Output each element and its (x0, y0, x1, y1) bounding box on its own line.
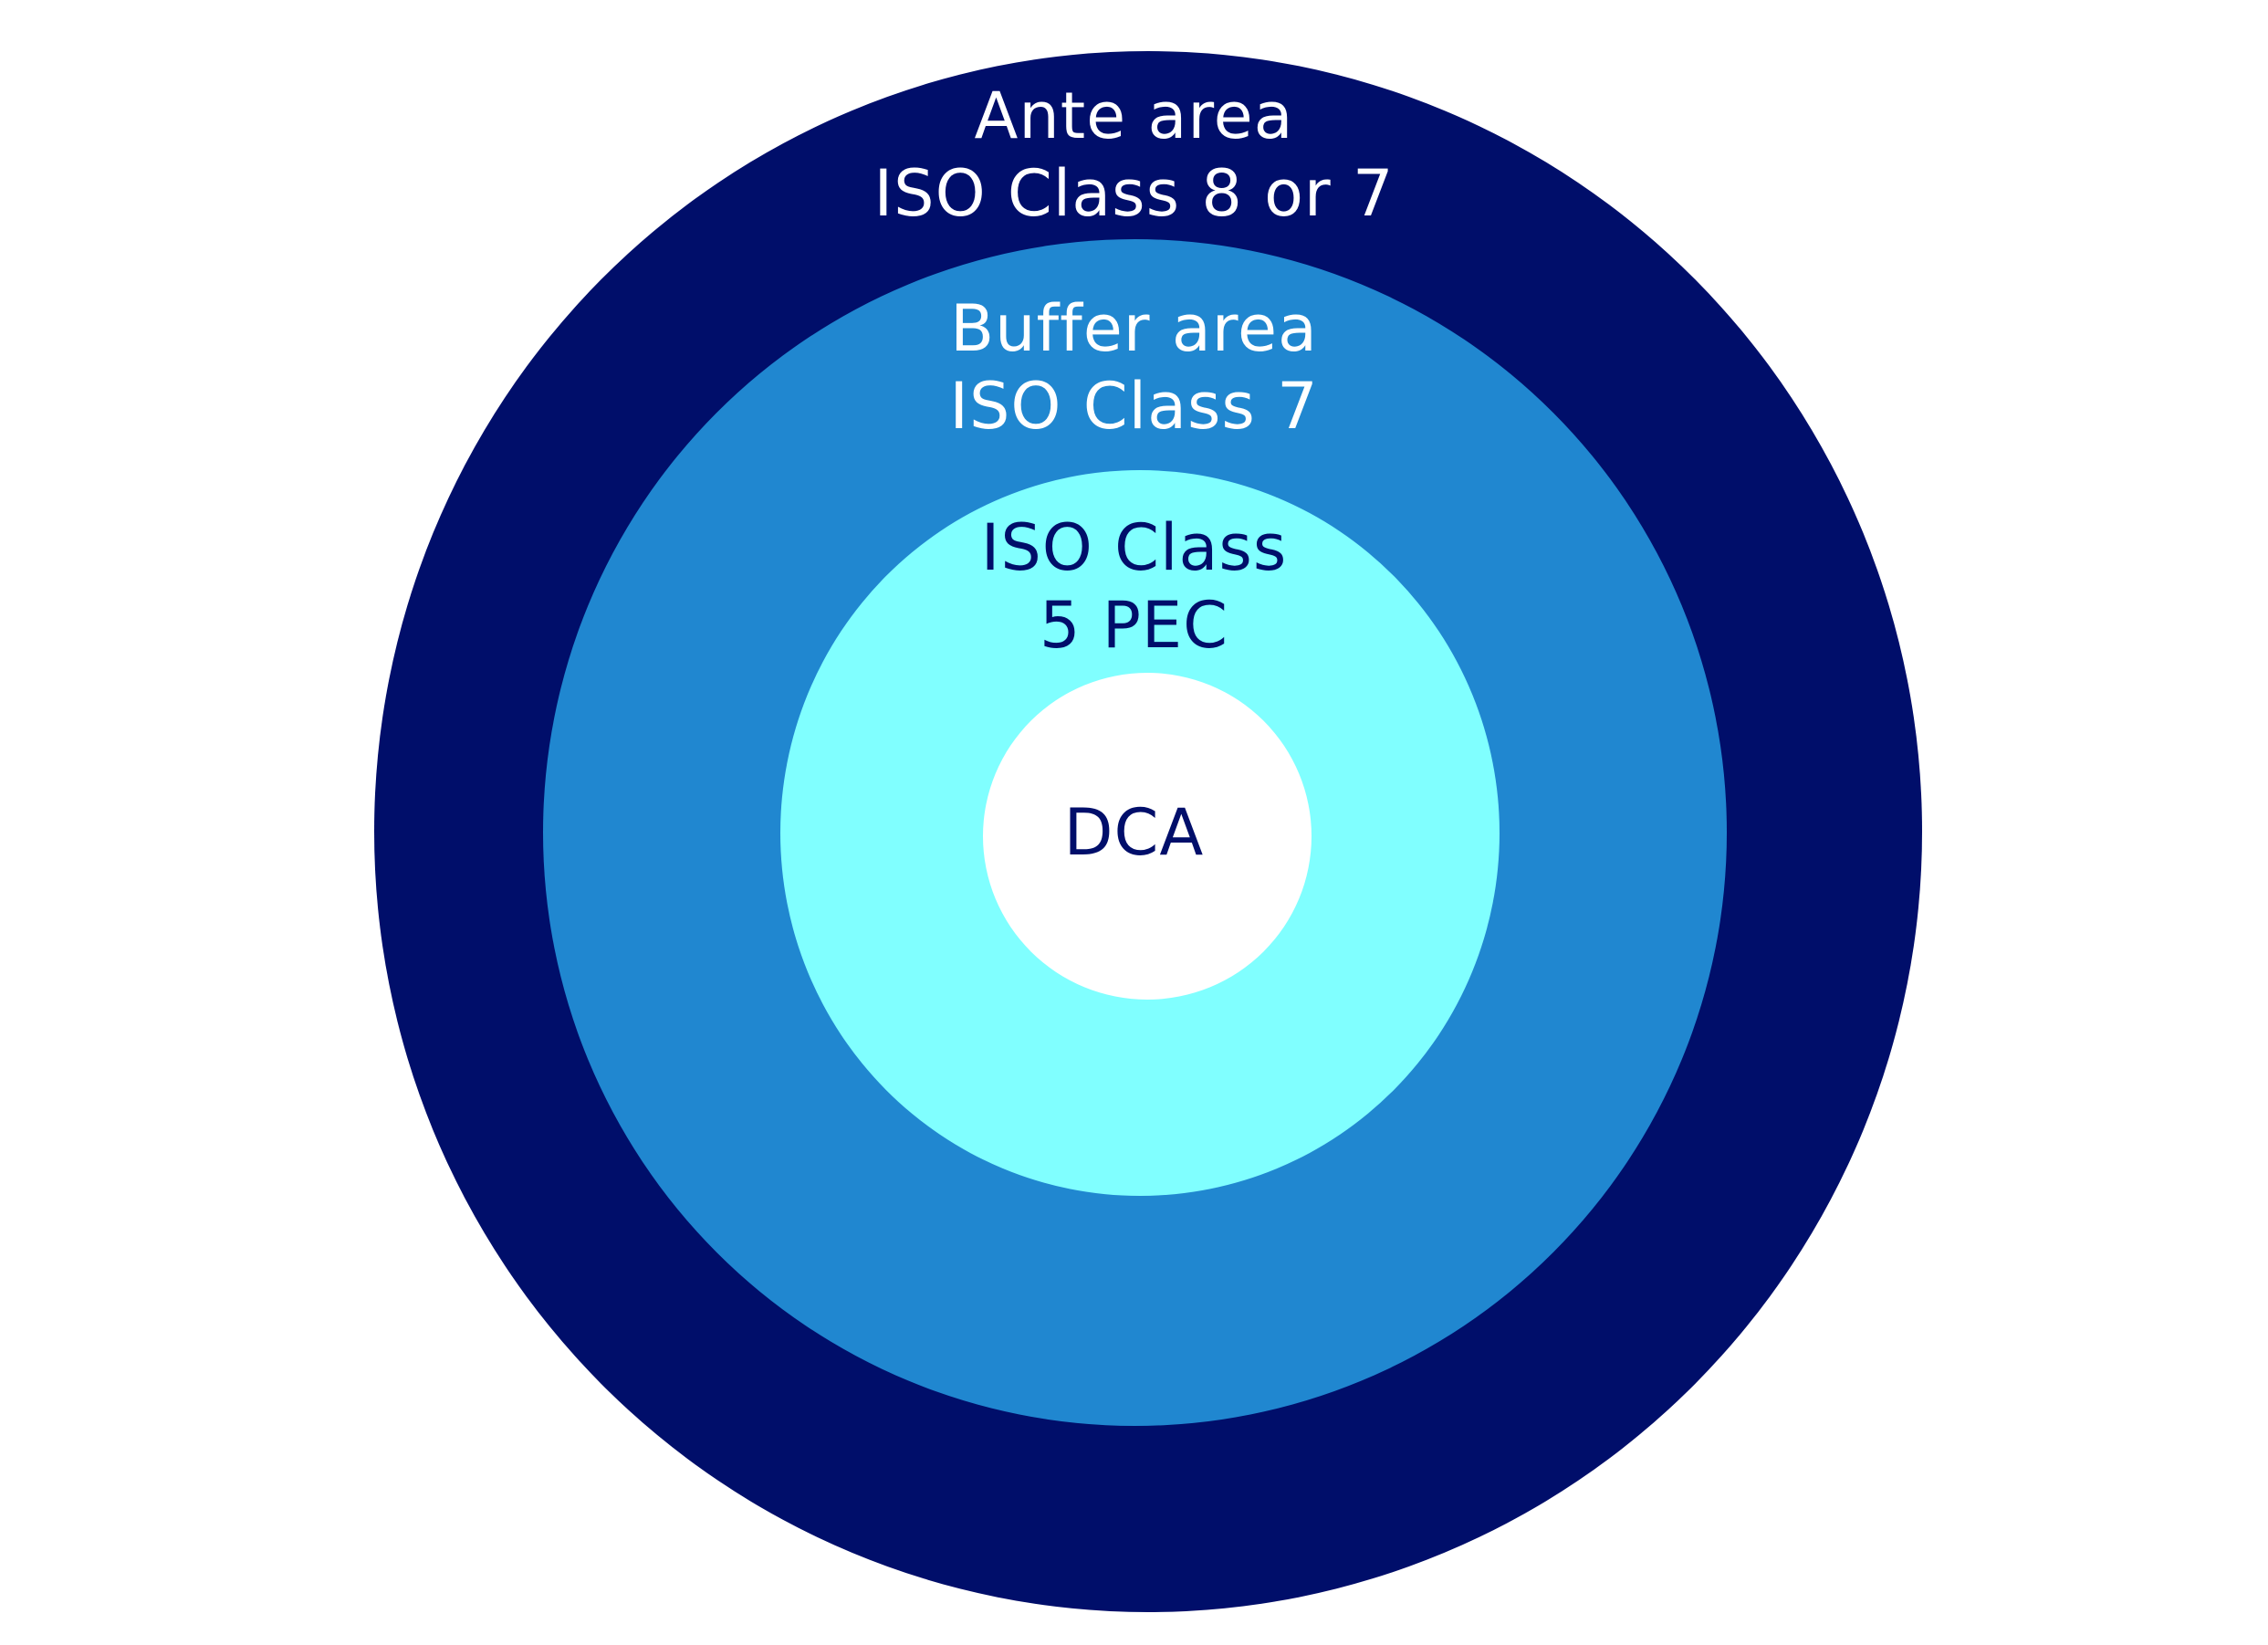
buffer-area-class: ISO Class 7 (949, 369, 1319, 444)
ante-area-class: ISO Class 8 or 7 (873, 156, 1395, 231)
ante-area-label: Ante area ISO Class 8 or 7 (0, 78, 2268, 233)
ante-area-name: Ante area (974, 79, 1294, 153)
dca-ring (983, 673, 1312, 1000)
pec-label: ISO Class 5 PEC (0, 509, 2268, 665)
buffer-area-label: Buffer area ISO Class 7 (0, 290, 2268, 445)
dca-label: DCA (0, 794, 2268, 872)
buffer-area-name: Buffer area (950, 291, 1318, 366)
pec-class-line: ISO Class (980, 510, 1288, 585)
dca-name: DCA (1063, 795, 1205, 870)
pec-name-line: 5 PEC (1039, 588, 1229, 663)
